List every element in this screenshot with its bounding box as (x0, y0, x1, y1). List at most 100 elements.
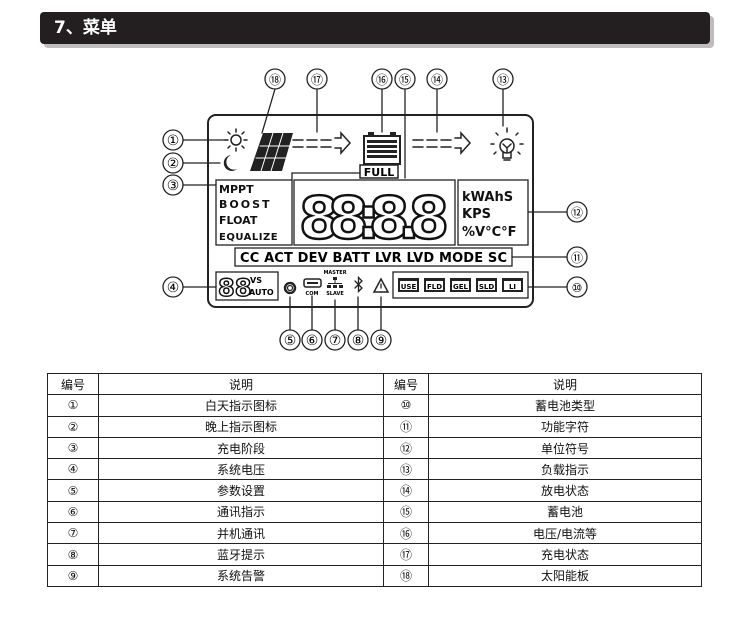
stage-boost: BOOST (219, 198, 272, 211)
main-digits-box (293, 179, 456, 246)
unit-vcf: %V°C°F (462, 225, 517, 240)
header-description: 说明 (98, 372, 384, 396)
callout-circle (371, 68, 393, 90)
callout-number: ⑬ (497, 73, 509, 87)
callout-11: ⑪ (566, 246, 588, 268)
callout-5: ⑤ (279, 329, 301, 351)
callout-3: ③ (162, 174, 184, 196)
unit-kps: KPS (462, 207, 491, 222)
stage-mppt: MPPT (219, 183, 254, 196)
row-number: ⑰ (383, 543, 429, 566)
row-number: ⑫ (383, 436, 429, 460)
row-description: 充电阶段 (98, 436, 384, 460)
row-number: ⑦ (47, 522, 99, 545)
parallel-network-icon (327, 277, 343, 288)
row-number: ⑪ (383, 415, 429, 438)
main-digits: 88:8.8 (299, 184, 449, 252)
battery-type-label: SLD (479, 283, 495, 291)
stage-equalize: EQUALIZE (219, 232, 278, 243)
row-description: 电压/电流等 (428, 522, 702, 545)
row-number: ⑥ (47, 500, 99, 524)
section-title: 7、菜单 (54, 18, 117, 38)
callout-circle (264, 68, 286, 90)
callout-number: ④ (167, 280, 180, 296)
callout-circle (301, 329, 323, 351)
load-bulb-icon (490, 127, 524, 161)
callout-circle (394, 68, 416, 90)
full-label: FULL (364, 166, 394, 179)
callout-circle (566, 246, 588, 268)
units-box (457, 179, 529, 246)
callout-18: ⑱ (264, 68, 286, 90)
callout-number: ⑦ (329, 333, 342, 349)
callout-circle (162, 174, 184, 196)
callout-number: ⑱ (269, 73, 281, 87)
callout-7: ⑦ (324, 329, 346, 351)
unit-kwahs: kWAhS (462, 190, 513, 205)
row-description: 参数设置 (98, 479, 384, 502)
discharge-arrow-icon (412, 131, 472, 155)
row-number: ⑤ (47, 479, 99, 502)
table-header-row: 编号 说明 编号 说明 (47, 372, 702, 396)
row-description: 负载指示 (428, 458, 702, 481)
row-number: ⑬ (383, 458, 429, 481)
row-number: ⑧ (47, 543, 99, 566)
row-number: ⑭ (383, 479, 429, 502)
gear-icon (283, 281, 297, 295)
callout-circle (566, 201, 588, 223)
battery-icon (363, 132, 401, 165)
callout-number: ① (167, 133, 180, 149)
leader-lines (182, 88, 568, 331)
callout-circle (492, 68, 514, 90)
row-number: ⑩ (383, 394, 429, 417)
callout-circle (347, 329, 369, 351)
row-description: 太阳能板 (428, 564, 702, 587)
callout-number: ⑭ (431, 73, 443, 87)
battery-type-gel-icon: GEL (450, 278, 471, 292)
callout-4: ④ (162, 276, 184, 298)
warning-icon (372, 277, 390, 293)
callout-circle (370, 329, 392, 351)
row-number: ① (47, 394, 99, 417)
slave-label: SLAVE (326, 291, 344, 297)
callout-13: ⑬ (492, 68, 514, 90)
row-number: ④ (47, 458, 99, 481)
callout-number: ⑰ (311, 73, 323, 87)
vs-label: VS (250, 276, 262, 285)
row-description: 白天指示图标 (98, 394, 384, 417)
system-voltage-box (215, 271, 279, 301)
stage-float: FLOAT (219, 214, 258, 227)
callout-6: ⑥ (301, 329, 323, 351)
battery-type-box (392, 271, 529, 299)
com-port-icon (303, 278, 322, 288)
callout-12: ⑫ (566, 201, 588, 223)
callout-circle (324, 329, 346, 351)
battery-type-label: USE (401, 283, 417, 291)
header-number: 编号 (47, 372, 99, 396)
row-description: 并机通讯 (98, 522, 384, 545)
callout-2: ② (162, 152, 184, 174)
callout-number: ⑮ (399, 73, 411, 87)
callout-circle (566, 276, 588, 298)
solar-panel-icon (250, 132, 293, 172)
callout-circle (426, 68, 448, 90)
row-description: 蓝牙提示 (98, 543, 384, 566)
sun-icon (224, 128, 248, 152)
battery-type-use-icon: USE (398, 278, 419, 292)
lcd-frame (207, 114, 534, 308)
row-number: ⑱ (383, 564, 429, 587)
header-description: 说明 (428, 372, 702, 396)
row-description: 系统告警 (98, 564, 384, 587)
row-description: 晚上指示图标 (98, 415, 384, 438)
